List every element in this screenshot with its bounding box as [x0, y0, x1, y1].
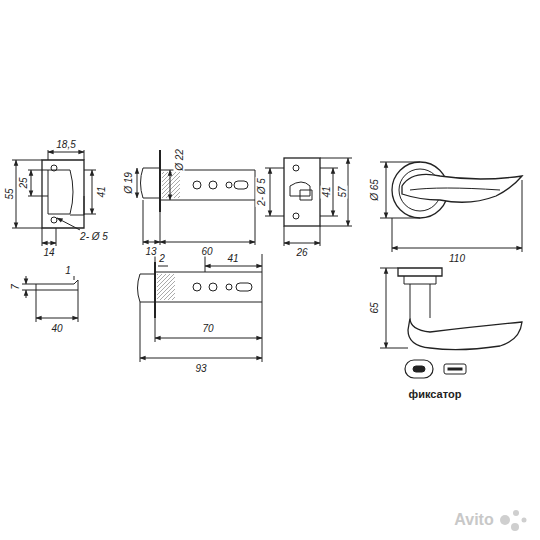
dimension-label: 1: [64, 265, 72, 276]
dimension-label: 14: [42, 247, 55, 258]
dimension-label: 57: [337, 185, 348, 198]
dimension-label: 25: [18, 176, 29, 189]
dimension-label: 41: [321, 185, 332, 198]
dimension-label: 13: [144, 246, 157, 257]
dimension-label: 18,5: [55, 139, 76, 150]
dimension-label: 93: [194, 363, 207, 374]
dimension-label: 110: [448, 253, 466, 264]
dimension-label: 2: [158, 253, 166, 264]
dimension-label: 2- Ø 5: [79, 231, 109, 242]
watermark: Avito: [453, 511, 494, 529]
caption-label: фиксатор: [408, 389, 463, 400]
dimension-label: Ø 65: [369, 178, 380, 202]
dimension-label: 41: [226, 253, 239, 264]
dimension-label: 40: [50, 323, 63, 334]
dimension-label: 41: [96, 185, 107, 198]
dimension-label: 65: [369, 301, 380, 314]
dimension-label: 55: [4, 187, 15, 200]
dimension-label: Ø 19: [123, 171, 134, 195]
dimension-label: 26: [295, 247, 308, 258]
dimension-label: 7: [10, 283, 21, 291]
dimension-label: Ø 22: [174, 148, 185, 172]
dimension-label: 60: [200, 246, 213, 257]
dimension-label: 2- Ø 5: [256, 177, 267, 207]
dimension-label: 70: [201, 323, 214, 334]
